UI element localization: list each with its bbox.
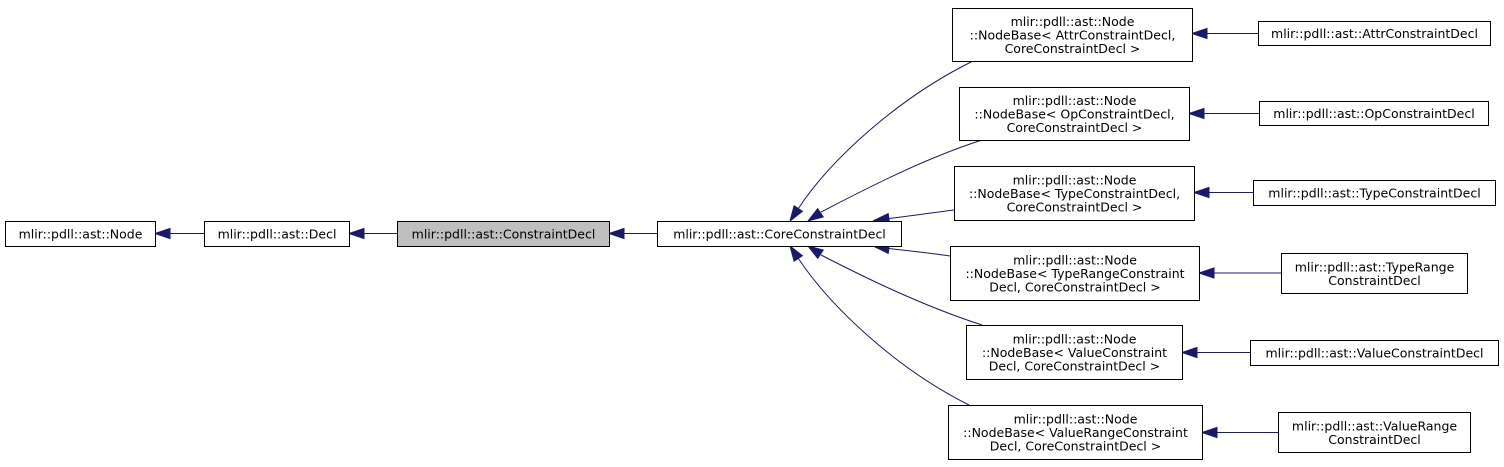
arrowhead bbox=[1197, 267, 1215, 279]
class-label-line: Decl, CoreConstraintDecl > bbox=[989, 359, 1160, 374]
class-label-line: ::NodeBase< AttrConstraintDecl, bbox=[970, 28, 1176, 43]
class-label-line: mlir::pdll::ast::ConstraintDecl bbox=[412, 227, 596, 242]
class-node-nb-typerange[interactable]: mlir::pdll::ast::Node::NodeBase< TypeRan… bbox=[950, 246, 1200, 301]
class-box[interactable] bbox=[1250, 340, 1499, 366]
class-label-line: mlir::pdll::ast::Node bbox=[19, 227, 143, 242]
class-label-line: mlir::pdll::ast::ValueRange bbox=[1292, 418, 1457, 433]
class-label-line: mlir::pdll::ast::Node bbox=[1013, 253, 1137, 268]
class-node-decl[interactable]: mlir::pdll::ast::Decl bbox=[204, 221, 350, 247]
arrowhead bbox=[806, 207, 825, 222]
class-box[interactable] bbox=[1281, 253, 1468, 294]
class-node-value[interactable]: mlir::pdll::ast::ValueConstraintDecl bbox=[1250, 340, 1499, 366]
class-label-line: CoreConstraintDecl > bbox=[1007, 120, 1143, 135]
arrowhead bbox=[806, 245, 825, 260]
class-box[interactable] bbox=[397, 221, 610, 247]
class-label-line: mlir::pdll::ast::Node bbox=[1014, 412, 1138, 427]
arrowhead bbox=[789, 244, 804, 263]
class-box[interactable] bbox=[948, 405, 1203, 460]
class-label-line: ::NodeBase< TypeRangeConstraint bbox=[965, 266, 1184, 281]
class-node-attr[interactable]: mlir::pdll::ast::AttrConstraintDecl bbox=[1258, 21, 1491, 46]
class-node-core[interactable]: mlir::pdll::ast::CoreConstraintDecl bbox=[657, 221, 902, 247]
class-label-line: mlir::pdll::ast::Decl bbox=[218, 227, 337, 242]
edge-line bbox=[820, 254, 983, 326]
class-node-node[interactable]: mlir::pdll::ast::Node bbox=[5, 221, 156, 247]
class-label-line: mlir::pdll::ast::Node bbox=[1011, 14, 1135, 29]
edge-line bbox=[797, 60, 974, 210]
inheritance-edge-attr-to-nb-attr bbox=[1190, 27, 1258, 40]
class-label-line: mlir::pdll::ast::ValueConstraintDecl bbox=[1266, 346, 1484, 361]
inheritance-edge-typerange-to-nb-typerange bbox=[1197, 267, 1281, 279]
inheritance-edge-value-to-nb-value bbox=[1180, 346, 1250, 359]
class-box[interactable] bbox=[954, 166, 1195, 221]
edge-line bbox=[888, 209, 955, 219]
class-label-line: ::NodeBase< OpConstraintDecl, bbox=[974, 107, 1174, 122]
inheritance-edge-decl-to-node bbox=[153, 227, 204, 240]
class-label-line: ::NodeBase< ValueConstraint bbox=[982, 345, 1167, 360]
class-node-op[interactable]: mlir::pdll::ast::OpConstraintDecl bbox=[1259, 101, 1489, 126]
class-box[interactable] bbox=[966, 325, 1183, 380]
arrowhead bbox=[1200, 426, 1218, 439]
inheritance-edge-nb-value-to-core bbox=[806, 245, 983, 326]
arrowhead bbox=[789, 205, 804, 223]
arrowhead bbox=[1180, 346, 1198, 359]
class-label-line: ConstraintDecl bbox=[1328, 273, 1420, 288]
arrowhead bbox=[347, 227, 365, 240]
class-node-constraint[interactable]: mlir::pdll::ast::ConstraintDecl bbox=[397, 221, 610, 247]
class-label-line: mlir::pdll::ast::TypeConstraintDecl bbox=[1268, 186, 1480, 201]
inheritance-edge-nb-op-to-core bbox=[806, 139, 983, 222]
class-label-line: mlir::pdll::ast::CoreConstraintDecl bbox=[673, 227, 886, 242]
class-label-line: Decl, CoreConstraintDecl > bbox=[990, 439, 1161, 454]
arrowhead bbox=[1187, 107, 1205, 120]
class-box[interactable] bbox=[657, 221, 902, 247]
class-box[interactable] bbox=[952, 8, 1193, 62]
class-label-line: ::NodeBase< TypeConstraintDecl, bbox=[969, 186, 1180, 201]
class-label-line: ::NodeBase< ValueRangeConstraint bbox=[963, 425, 1188, 440]
arrowhead bbox=[1190, 27, 1208, 40]
arrowhead bbox=[153, 227, 171, 240]
class-label-line: CoreConstraintDecl > bbox=[1005, 41, 1141, 56]
edge-line bbox=[797, 257, 970, 406]
inheritance-edge-valuerange-to-nb-valuerange bbox=[1200, 426, 1278, 439]
class-label-line: mlir::pdll::ast::AttrConstraintDecl bbox=[1271, 26, 1478, 41]
class-label-line: mlir::pdll::ast::TypeRange bbox=[1295, 259, 1455, 274]
class-box[interactable] bbox=[950, 246, 1200, 301]
class-node-valuerange[interactable]: mlir::pdll::ast::ValueRangeConstraintDec… bbox=[1278, 412, 1471, 453]
class-box[interactable] bbox=[1258, 21, 1491, 46]
arrowhead bbox=[1192, 186, 1210, 199]
inheritance-edge-nb-attr-to-core bbox=[789, 60, 974, 223]
class-node-nb-valuerange[interactable]: mlir::pdll::ast::Node::NodeBase< ValueRa… bbox=[948, 405, 1203, 460]
class-box[interactable] bbox=[5, 221, 156, 247]
class-label-line: mlir::pdll::ast::OpConstraintDecl bbox=[1273, 106, 1474, 121]
class-node-type[interactable]: mlir::pdll::ast::TypeConstraintDecl bbox=[1253, 180, 1496, 206]
class-node-nb-op[interactable]: mlir::pdll::ast::Node::NodeBase< OpConst… bbox=[959, 87, 1190, 141]
class-node-nb-value[interactable]: mlir::pdll::ast::Node::NodeBase< ValueCo… bbox=[966, 325, 1183, 380]
inheritance-edge-type-to-nb-type bbox=[1192, 186, 1253, 199]
class-node-nb-attr[interactable]: mlir::pdll::ast::Node::NodeBase< AttrCon… bbox=[952, 8, 1193, 62]
inheritance-edge-core-to-constraint bbox=[607, 227, 657, 240]
inheritance-edge-constraint-to-decl bbox=[347, 227, 397, 240]
edge-line bbox=[820, 139, 983, 213]
class-box[interactable] bbox=[204, 221, 350, 247]
class-node-nb-type[interactable]: mlir::pdll::ast::Node::NodeBase< TypeCon… bbox=[954, 166, 1195, 221]
arrowhead bbox=[607, 227, 625, 240]
class-box[interactable] bbox=[1259, 101, 1489, 126]
class-label-line: mlir::pdll::ast::Node bbox=[1013, 332, 1137, 347]
class-label-line: mlir::pdll::ast::Node bbox=[1013, 93, 1137, 108]
class-box[interactable] bbox=[959, 87, 1190, 141]
class-label-line: Decl, CoreConstraintDecl > bbox=[989, 280, 1160, 295]
class-box[interactable] bbox=[1278, 412, 1471, 453]
edge-line bbox=[888, 248, 951, 257]
class-box[interactable] bbox=[1253, 180, 1496, 206]
class-label-line: ConstraintDecl bbox=[1328, 432, 1420, 447]
inheritance-edge-op-to-nb-op bbox=[1187, 107, 1259, 120]
inheritance-edge-nb-valuerange-to-core bbox=[789, 244, 970, 406]
class-label-line: CoreConstraintDecl > bbox=[1007, 200, 1143, 215]
class-label-line: mlir::pdll::ast::Node bbox=[1013, 173, 1137, 188]
